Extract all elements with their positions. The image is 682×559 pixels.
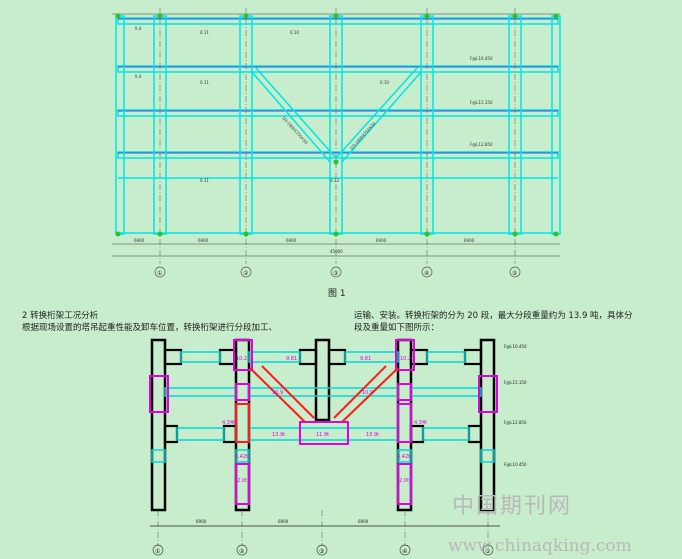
f1-axis-label: ⑤ <box>512 270 517 277</box>
f2-weight: 10.9 <box>362 390 373 396</box>
f1-diagonal-label: Q3-1900X750X30 <box>349 121 377 151</box>
f1-level-label: F@L16.450 <box>470 56 493 61</box>
f1-dimension: 6900 <box>198 238 209 243</box>
f1-member-label: 0.10 <box>290 30 299 35</box>
f2-dimension: 6900 <box>358 519 369 524</box>
f1-member-label: 0.13 <box>330 178 339 183</box>
f2-weight: 4.34t <box>222 420 235 426</box>
f2-weight: 13.9t <box>272 432 285 438</box>
f2-weight: 10.2 <box>236 356 247 362</box>
f1-member-label: 0.11 <box>200 30 209 35</box>
f1-member-label: 0.4 <box>135 74 142 79</box>
f2-weight: 10.9 <box>272 390 283 396</box>
f1-member-label: 0.10 <box>380 80 389 85</box>
f1-member-label: 0.11 <box>200 80 209 85</box>
f1-axis-label: ③ <box>333 270 338 277</box>
f1-level-label: F@L15.150 <box>470 100 493 105</box>
f1-diagonal-label: Q3-1900X750X30 <box>281 115 309 145</box>
f1-member-label: 0.4 <box>135 26 142 31</box>
figure-1: 0.4 0.11 0.10 0.4 0.11 0.10 0.11 0.13 F@… <box>112 8 561 278</box>
f2-weight: 9.81 <box>286 356 297 362</box>
f1-dimension: 6900 <box>464 238 475 243</box>
figure-1-caption: 图 1 <box>328 289 346 299</box>
f2-axis-label: ④ <box>402 548 407 555</box>
f1-dimension: 6900 <box>134 238 145 243</box>
f2-weight: 11.9t <box>316 432 329 438</box>
f2-weight: 3.42t <box>235 454 248 460</box>
f2-dimension: 6900 <box>278 519 289 524</box>
f1-dimension: 6900 <box>286 238 297 243</box>
section-heading: 2 转换桁架工况分析 <box>22 311 99 321</box>
f2-level-label: F@L15.150 <box>504 380 527 385</box>
paragraph-line: 段及重量如下图所示： <box>354 323 440 333</box>
f2-dimension: 6900 <box>196 519 207 524</box>
f2-level-label: F@L10.450 <box>504 462 527 467</box>
f2-weight: 4.34t <box>414 420 427 426</box>
f1-axis-label: ④ <box>424 270 429 277</box>
f2-axis-label: ③ <box>319 548 324 555</box>
f2-axis-label: ② <box>239 548 245 555</box>
f1-axis-label: ② <box>243 270 249 277</box>
f2-axis-label: ① <box>155 548 160 555</box>
paragraph-line: 根据现场设置的塔吊起重性能及卸车位置，转换桁架进行分段加工、 <box>22 323 278 333</box>
f1-total-dimension: 45000 <box>330 249 343 254</box>
watermark-cn: 中国期刊网 <box>452 494 573 519</box>
watermark-url: www.chinaqking.com <box>448 536 632 556</box>
f1-axis-label: ① <box>157 270 162 277</box>
f2-axis-label: ⑤ <box>485 548 490 555</box>
f1-dimension: 6900 <box>376 238 387 243</box>
f2-level-label: F@L16.450 <box>504 344 527 349</box>
f2-weight: 13.9t <box>366 432 379 438</box>
figure-2: 10.2 9.81 9.81 10.2 10.9 10.9 4.34t 4.34… <box>149 338 527 556</box>
f2-weight: 10.2 <box>400 356 411 362</box>
f2-weight: 12.0t <box>396 478 409 484</box>
f2-level-label: F@L12.850 <box>504 420 527 425</box>
f2-weight: 3.42t <box>397 454 410 460</box>
f2-weight: 9.81 <box>360 356 371 362</box>
f2-weight: 12.0t <box>234 478 247 484</box>
f1-member-label: 0.11 <box>200 178 209 183</box>
paragraph-line: 运输、安装。转换桁架的分为 20 段，最大分段重量约为 13.9 吨，具体分 <box>354 311 633 321</box>
f1-level-label: F@L12.850 <box>470 142 493 147</box>
